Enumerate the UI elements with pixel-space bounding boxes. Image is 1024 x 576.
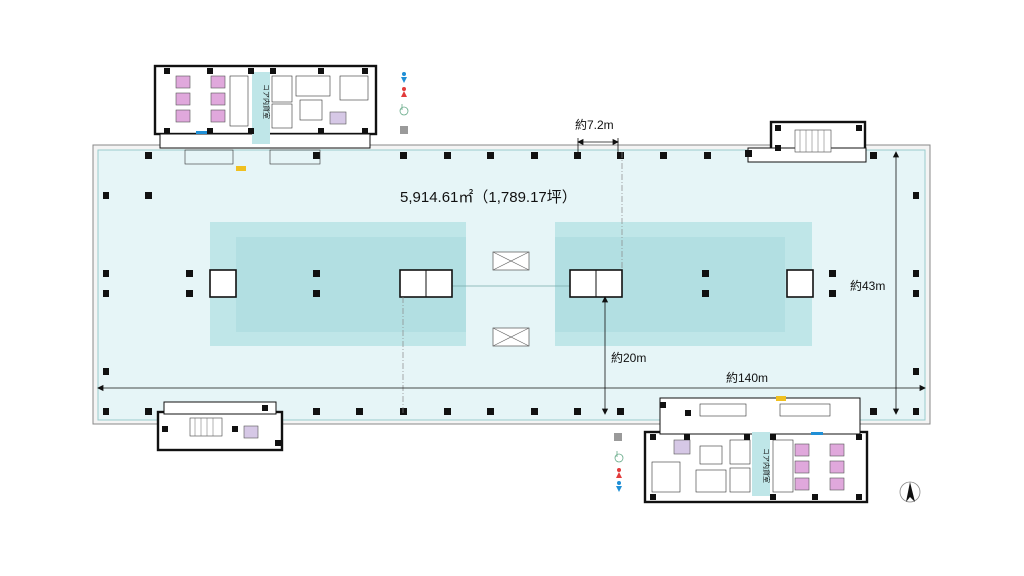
core-rental-band-north — [252, 72, 270, 144]
male-restroom-icon — [401, 72, 407, 83]
columns — [103, 152, 919, 415]
north-arrow-icon — [899, 481, 921, 503]
core-box-4 — [786, 269, 814, 298]
dim-width-label: 約140m — [726, 370, 768, 385]
accent-yellow-se — [776, 396, 786, 401]
core-rental-band-south — [752, 432, 770, 496]
dim-width — [97, 384, 926, 392]
dim-depth-label: 約43m — [850, 278, 885, 293]
elevator-sw — [243, 425, 259, 439]
shaft-lower — [492, 327, 530, 347]
accessible-restroom-icon — [399, 104, 409, 116]
amenity-icons-nw — [399, 72, 409, 134]
core-box-3 — [569, 269, 623, 298]
stair-northeast — [745, 120, 867, 163]
multipurpose-icon — [614, 433, 622, 441]
dim-core-distance — [601, 296, 609, 415]
accent-blue-se — [811, 432, 823, 435]
restroom-stalls-nw — [175, 75, 226, 123]
female-restroom-icon — [616, 468, 622, 478]
stair-southwest — [156, 401, 284, 452]
elevator-nw — [329, 111, 347, 125]
floor-area-label: 5,914.61㎡（1,789.17坪） — [400, 189, 577, 206]
restroom-stalls-se — [794, 443, 845, 491]
core-box-2 — [399, 269, 453, 298]
male-restroom-icon — [616, 481, 622, 492]
dim-depth — [892, 151, 900, 415]
dim-column-span — [577, 138, 619, 152]
dim-core-distance-label: 約20m — [611, 350, 646, 365]
core-rental-label-north: コア内貸室 — [262, 84, 271, 119]
core-rental-label-south: コア内貸室 — [762, 448, 771, 483]
shaft-upper — [492, 251, 530, 271]
dim-column-span-label: 約7.2m — [575, 117, 614, 132]
core-southeast: コア内貸室 — [643, 396, 869, 504]
accent-yellow-nw — [236, 166, 246, 171]
accessible-restroom-icon — [614, 451, 624, 463]
core-northwest: コア内貸室 — [153, 64, 378, 171]
female-restroom-icon — [401, 87, 407, 97]
core-box-1 — [209, 269, 237, 298]
accent-blue-nw — [196, 131, 208, 134]
amenity-icons-se — [614, 433, 624, 492]
multipurpose-icon — [400, 126, 408, 134]
elevator-se — [673, 439, 691, 455]
